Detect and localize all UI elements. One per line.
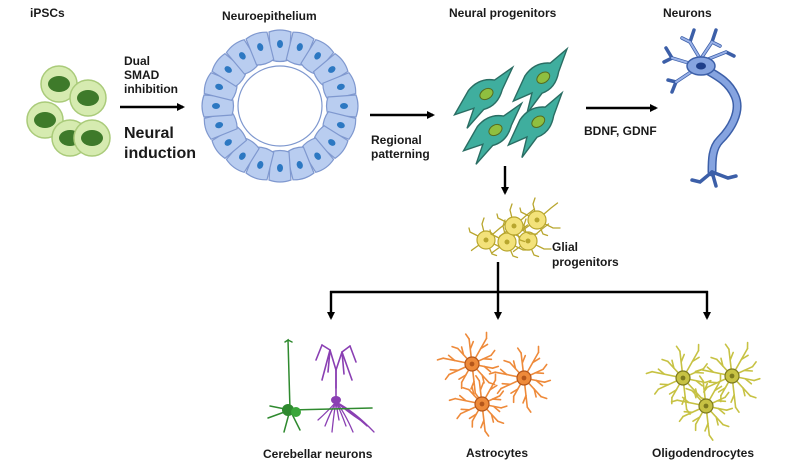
astrocyte-cells [436,331,552,437]
progenitor-nucleus [536,71,551,84]
epithelial-nucleus [336,83,345,90]
label-glial-2: progenitors [552,255,619,269]
epithelial-cell [203,110,238,141]
glial-nucleus [525,238,531,244]
epithelial-nucleus [277,40,283,48]
ring-lumen [237,65,323,147]
astrocyte-cell [448,373,508,437]
progenitor-nucleus [531,115,546,128]
progenitor-cell [506,90,564,159]
ipsc-nucleus [81,130,103,146]
label-neural-induction-1: Neural [124,125,174,142]
glial-nucleus [511,223,517,229]
label-glial-1: Glial [552,240,579,254]
label-neural-progenitors: Neural progenitors [449,6,557,20]
epithelial-nucleus [239,52,246,60]
label-ipscs: iPSCs [30,6,65,20]
epithelial-nucleus [277,164,283,172]
label-neural-induction-2: induction [124,145,196,162]
label-neuroepithelium: Neuroepithelium [222,9,317,23]
epithelial-nucleus [215,83,224,90]
progenitor-cell [462,101,524,165]
neuroepithelium-ring [201,29,359,183]
label-oligodendrocytes: Oligodendrocytes [652,446,755,460]
label-dual-smad-2: SMAD [124,68,160,82]
label-dual-smad-1: Dual [124,54,151,68]
epithelial-nucleus [224,66,232,73]
epithelial-nucleus [296,161,303,169]
progenitor-cell [511,46,569,115]
epithelial-cell [322,71,357,102]
glial-progenitor-cells [468,197,561,259]
epithelial-nucleus [257,161,264,169]
epithelial-nucleus [340,103,348,109]
label-dual-smad-3: inhibition [124,82,178,96]
oligodendrocyte-cell [670,373,734,441]
oligodendrocyte-cell [694,341,761,413]
oligodendrocyte-cells [645,341,761,441]
cerebellar-neurons-cells [267,338,375,433]
label-growth-factors: BDNF, GDNF [584,124,657,138]
epithelial-nucleus [336,122,345,129]
label-neurons: Neurons [663,6,712,20]
neural-progenitor-cells [453,46,569,165]
epithelial-nucleus [314,52,321,60]
label-astrocytes: Astrocytes [466,446,529,460]
epithelial-nucleus [212,103,220,109]
astrocyte-cell [488,345,552,413]
epithelial-nucleus [296,43,303,51]
glial-nucleus [483,237,489,243]
glial-nucleus [534,217,540,223]
label-cerebellar-neurons: Cerebellar neurons [263,447,373,461]
epithelial-nucleus [224,139,232,146]
glial-nucleus [504,239,510,245]
epithelial-nucleus [257,43,264,51]
neuron-cell [662,28,742,188]
epithelial-nucleus [314,152,321,160]
ipsc-nucleus [48,76,70,92]
epithelial-nucleus [328,139,336,146]
glial-cell [496,203,538,243]
astrocyte-cell [436,331,500,399]
epithelial-nucleus [328,66,336,73]
label-regional-2: patterning [371,147,430,161]
arrows [120,103,711,320]
epithelial-cell [245,31,275,66]
epithelial-cell [312,52,349,87]
label-regional-1: Regional [371,133,422,147]
ipsc-nucleus [34,112,56,128]
epithelial-nucleus [215,122,224,129]
ipsc-cells [26,65,111,157]
epithelial-nucleus [239,152,246,160]
progenitor-nucleus [479,87,494,101]
ipsc-nucleus [77,90,99,106]
progenitor-cell [453,65,515,129]
progenitor-nucleus [488,123,503,137]
glial-cell [519,197,561,237]
